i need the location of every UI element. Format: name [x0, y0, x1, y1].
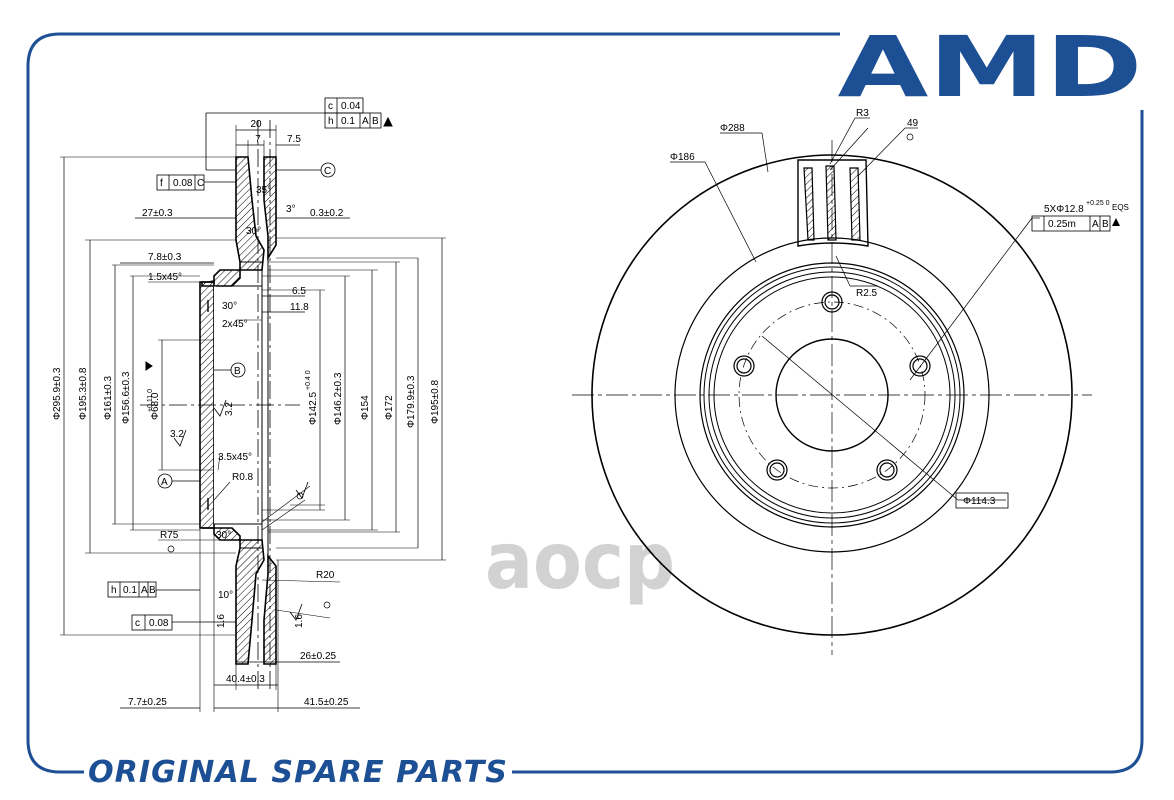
flatness-tolerance: 0.08	[173, 178, 193, 189]
parallel-datum-b: B	[372, 116, 379, 127]
parallel-symbol: h	[328, 116, 334, 127]
dim-0-3: 0.3±0.2	[310, 208, 344, 219]
front-view	[572, 117, 1120, 655]
section-top-hat	[201, 156, 265, 287]
dim-41-5: 41.5±0.25	[304, 697, 349, 708]
diameter-179-9: Φ179.9±0.3	[406, 375, 417, 428]
runout-symbol: c	[328, 101, 333, 112]
cooling-vanes	[803, 165, 861, 241]
angle-10: 10°	[218, 590, 233, 601]
angle-30-c: 30°	[216, 530, 231, 541]
angle-3: 3°	[286, 204, 296, 215]
section-view	[60, 97, 446, 712]
roughness-3-2-a: 3.2	[170, 429, 184, 440]
dim-26: 26±0.25	[300, 651, 337, 662]
datum-a-marker	[157, 473, 200, 489]
diameter-288: Φ288	[720, 123, 745, 134]
diameter-295-9: Φ295.9±0.3	[52, 367, 63, 420]
position-datum-a: A	[1092, 219, 1099, 230]
flatness-datum: C	[197, 178, 204, 189]
page-border	[26, 32, 1144, 774]
disc-outer-edge	[591, 154, 1073, 636]
radius-2-5: R2.5	[856, 288, 878, 299]
dim-1-6-a: 1.6	[216, 614, 227, 628]
diameter-142-5: Φ142.5	[308, 392, 319, 425]
radius-75: R75	[160, 530, 179, 541]
runout-frame-bottom	[107, 581, 200, 598]
diameter-68: Φ68.0	[150, 392, 161, 420]
diameter-195-3: Φ195.3±0.8	[78, 367, 89, 420]
roughness-3-2-b: 3.2	[224, 402, 235, 416]
runout-frame-top	[205, 97, 382, 171]
vent-window	[797, 159, 869, 247]
angle-30-b: 30°	[246, 226, 261, 237]
section-view-labels: c 0.04 h 0.1 A B f 0.08 C C B A h 0.1 A …	[52, 101, 441, 708]
dim-7-5: 7.5	[287, 134, 301, 145]
diameter-154: Φ154	[360, 395, 371, 420]
radius-20: R20	[316, 570, 335, 581]
angle-30-a: 30°	[222, 301, 237, 312]
flatness-symbol: f	[160, 178, 163, 189]
datum-b-label: B	[234, 366, 241, 377]
runout-tolerance: 0.04	[341, 101, 361, 112]
bolt-holes-tolerance: +0.25 0	[1086, 200, 1110, 207]
runout-bottom-symbol: h	[111, 585, 117, 596]
flatness-bottom-tolerance: 0.08	[149, 618, 169, 629]
dim-7-7: 7.7±0.25	[128, 697, 167, 708]
center-bore	[775, 338, 889, 452]
datum-a-label: A	[161, 477, 168, 488]
radius-0-8: R0.8	[232, 472, 254, 483]
vent-count: 49	[907, 118, 919, 129]
watermark: aocp	[485, 517, 675, 607]
position-datum-b: B	[1102, 219, 1109, 230]
diameter-146-2: Φ146.2±0.3	[333, 372, 344, 425]
dim-11-8: 11.8	[290, 302, 309, 313]
amd-logo: AMD	[838, 18, 1143, 116]
dim-7-8: 7.8±0.3	[148, 252, 182, 263]
section-bottom-hat	[202, 527, 265, 665]
datum-c-label: C	[324, 166, 331, 177]
diameter-161: Φ161±0.3	[103, 376, 114, 420]
eqs-label: EQS	[1112, 203, 1129, 212]
diameter-142-5-tolerance: +0.4 0	[305, 370, 312, 390]
parallel-tolerance: 0.1	[341, 116, 355, 127]
pcd-circle	[738, 301, 926, 489]
datum-b-marker	[214, 362, 246, 378]
lug-holes	[733, 291, 931, 481]
flatness-frame	[156, 174, 236, 191]
bolt-holes: 5XΦ12.8	[1044, 204, 1084, 215]
chamfer-2: 2x45°	[222, 319, 248, 330]
dim-20: 20	[250, 119, 262, 130]
flatness-frame-bottom	[131, 614, 236, 631]
front-view-labels: Φ288 Φ186 R3 49 R2.5 Φ114.3 5XΦ12.8 +0.2…	[670, 108, 1129, 507]
runout-bottom-datum-b: B	[149, 585, 156, 596]
runout-bottom-datum-a: A	[141, 585, 148, 596]
parallel-datum-a: A	[362, 116, 369, 127]
dim-40-4: 40.4±0.3	[226, 674, 265, 685]
chamfer-3-5: 3.5x45°	[218, 452, 252, 463]
dim-6-5: 6.5	[292, 286, 306, 297]
angle-35: 35°	[256, 185, 271, 196]
diameter-195: Φ195±0.8	[430, 380, 441, 424]
dim-1-6-b: 1.6	[294, 614, 305, 628]
diameter-156-6: Φ156.6±0.3	[121, 371, 132, 424]
runout-bottom-tolerance: 0.1	[123, 585, 137, 596]
diameter-186: Φ186	[670, 152, 695, 163]
dim-7: 7	[255, 134, 261, 145]
dim-27: 27±0.3	[142, 208, 173, 219]
footer-slogan: ORIGINAL SPARE PARTS	[88, 755, 508, 790]
diameter-68-tolerance: +0.11 0	[147, 389, 154, 412]
pcd-diameter: Φ114.3	[963, 496, 996, 507]
position-tolerance: 0.25m	[1048, 219, 1076, 230]
chamfer-1-5: 1.5x45°	[148, 272, 182, 283]
flatness-bottom-symbol: c	[135, 618, 140, 629]
radius-3: R3	[856, 108, 869, 119]
position-tolerance-frame	[955, 215, 1111, 509]
datum-c-marker	[276, 162, 336, 178]
diameter-172: Φ172	[384, 395, 395, 420]
